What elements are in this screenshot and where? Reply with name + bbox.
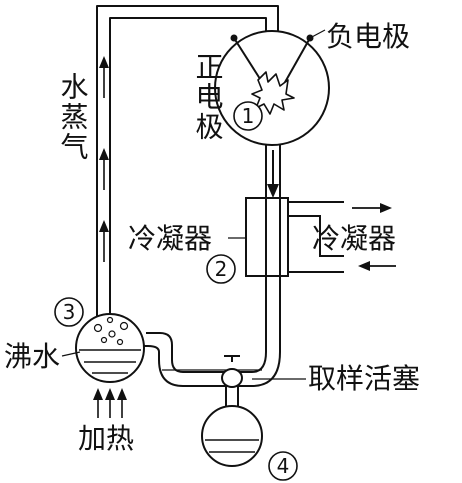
- bubbles-icon: [93, 316, 129, 346]
- negative-electrode-label: 负电极: [326, 20, 410, 53]
- marker-2: 2: [206, 254, 236, 284]
- sample-flask-bulb: [201, 405, 263, 467]
- tubing: [96, 5, 281, 387]
- positive-electrode-label: 正电极: [192, 52, 225, 142]
- svg-text:2: 2: [215, 257, 228, 281]
- positive-electrode-wire: [233, 37, 263, 83]
- boiling-flask-bulb: [75, 313, 145, 383]
- marker-3: 3: [54, 297, 84, 327]
- negative-electrode-wire: [283, 37, 311, 85]
- sampling-stopcock-label: 取样活塞: [308, 362, 420, 395]
- coolant-in-arrow-icon: [358, 261, 396, 271]
- spark-icon: [251, 71, 295, 115]
- svg-text:3: 3: [63, 300, 76, 324]
- boiling-water-label: 沸水: [4, 340, 60, 373]
- marker-1: 1: [233, 101, 263, 131]
- marker-4: 4: [268, 451, 298, 481]
- svg-text:1: 1: [242, 104, 255, 128]
- down-arrow-icon: [267, 150, 279, 198]
- heating-label: 加热: [78, 422, 134, 455]
- sample-flask: [201, 405, 263, 467]
- condenser: [228, 197, 344, 277]
- boiling-water-leader: [61, 351, 81, 357]
- boiling-flask: [75, 313, 145, 383]
- negative-electrode-leader: [309, 29, 326, 39]
- condenser-right-label: 冷凝器: [312, 222, 396, 255]
- svg-text:4: 4: [277, 454, 290, 478]
- coolant-out-arrow-icon: [352, 203, 392, 213]
- vapor-arrows-icon: [99, 56, 109, 262]
- heating-arrows-icon: [93, 388, 127, 418]
- condenser-left-label: 冷凝器: [128, 222, 212, 255]
- sampling-stopcock: [221, 355, 306, 408]
- water-vapor-label: 水蒸气: [57, 72, 90, 162]
- reaction-flask: [214, 30, 330, 146]
